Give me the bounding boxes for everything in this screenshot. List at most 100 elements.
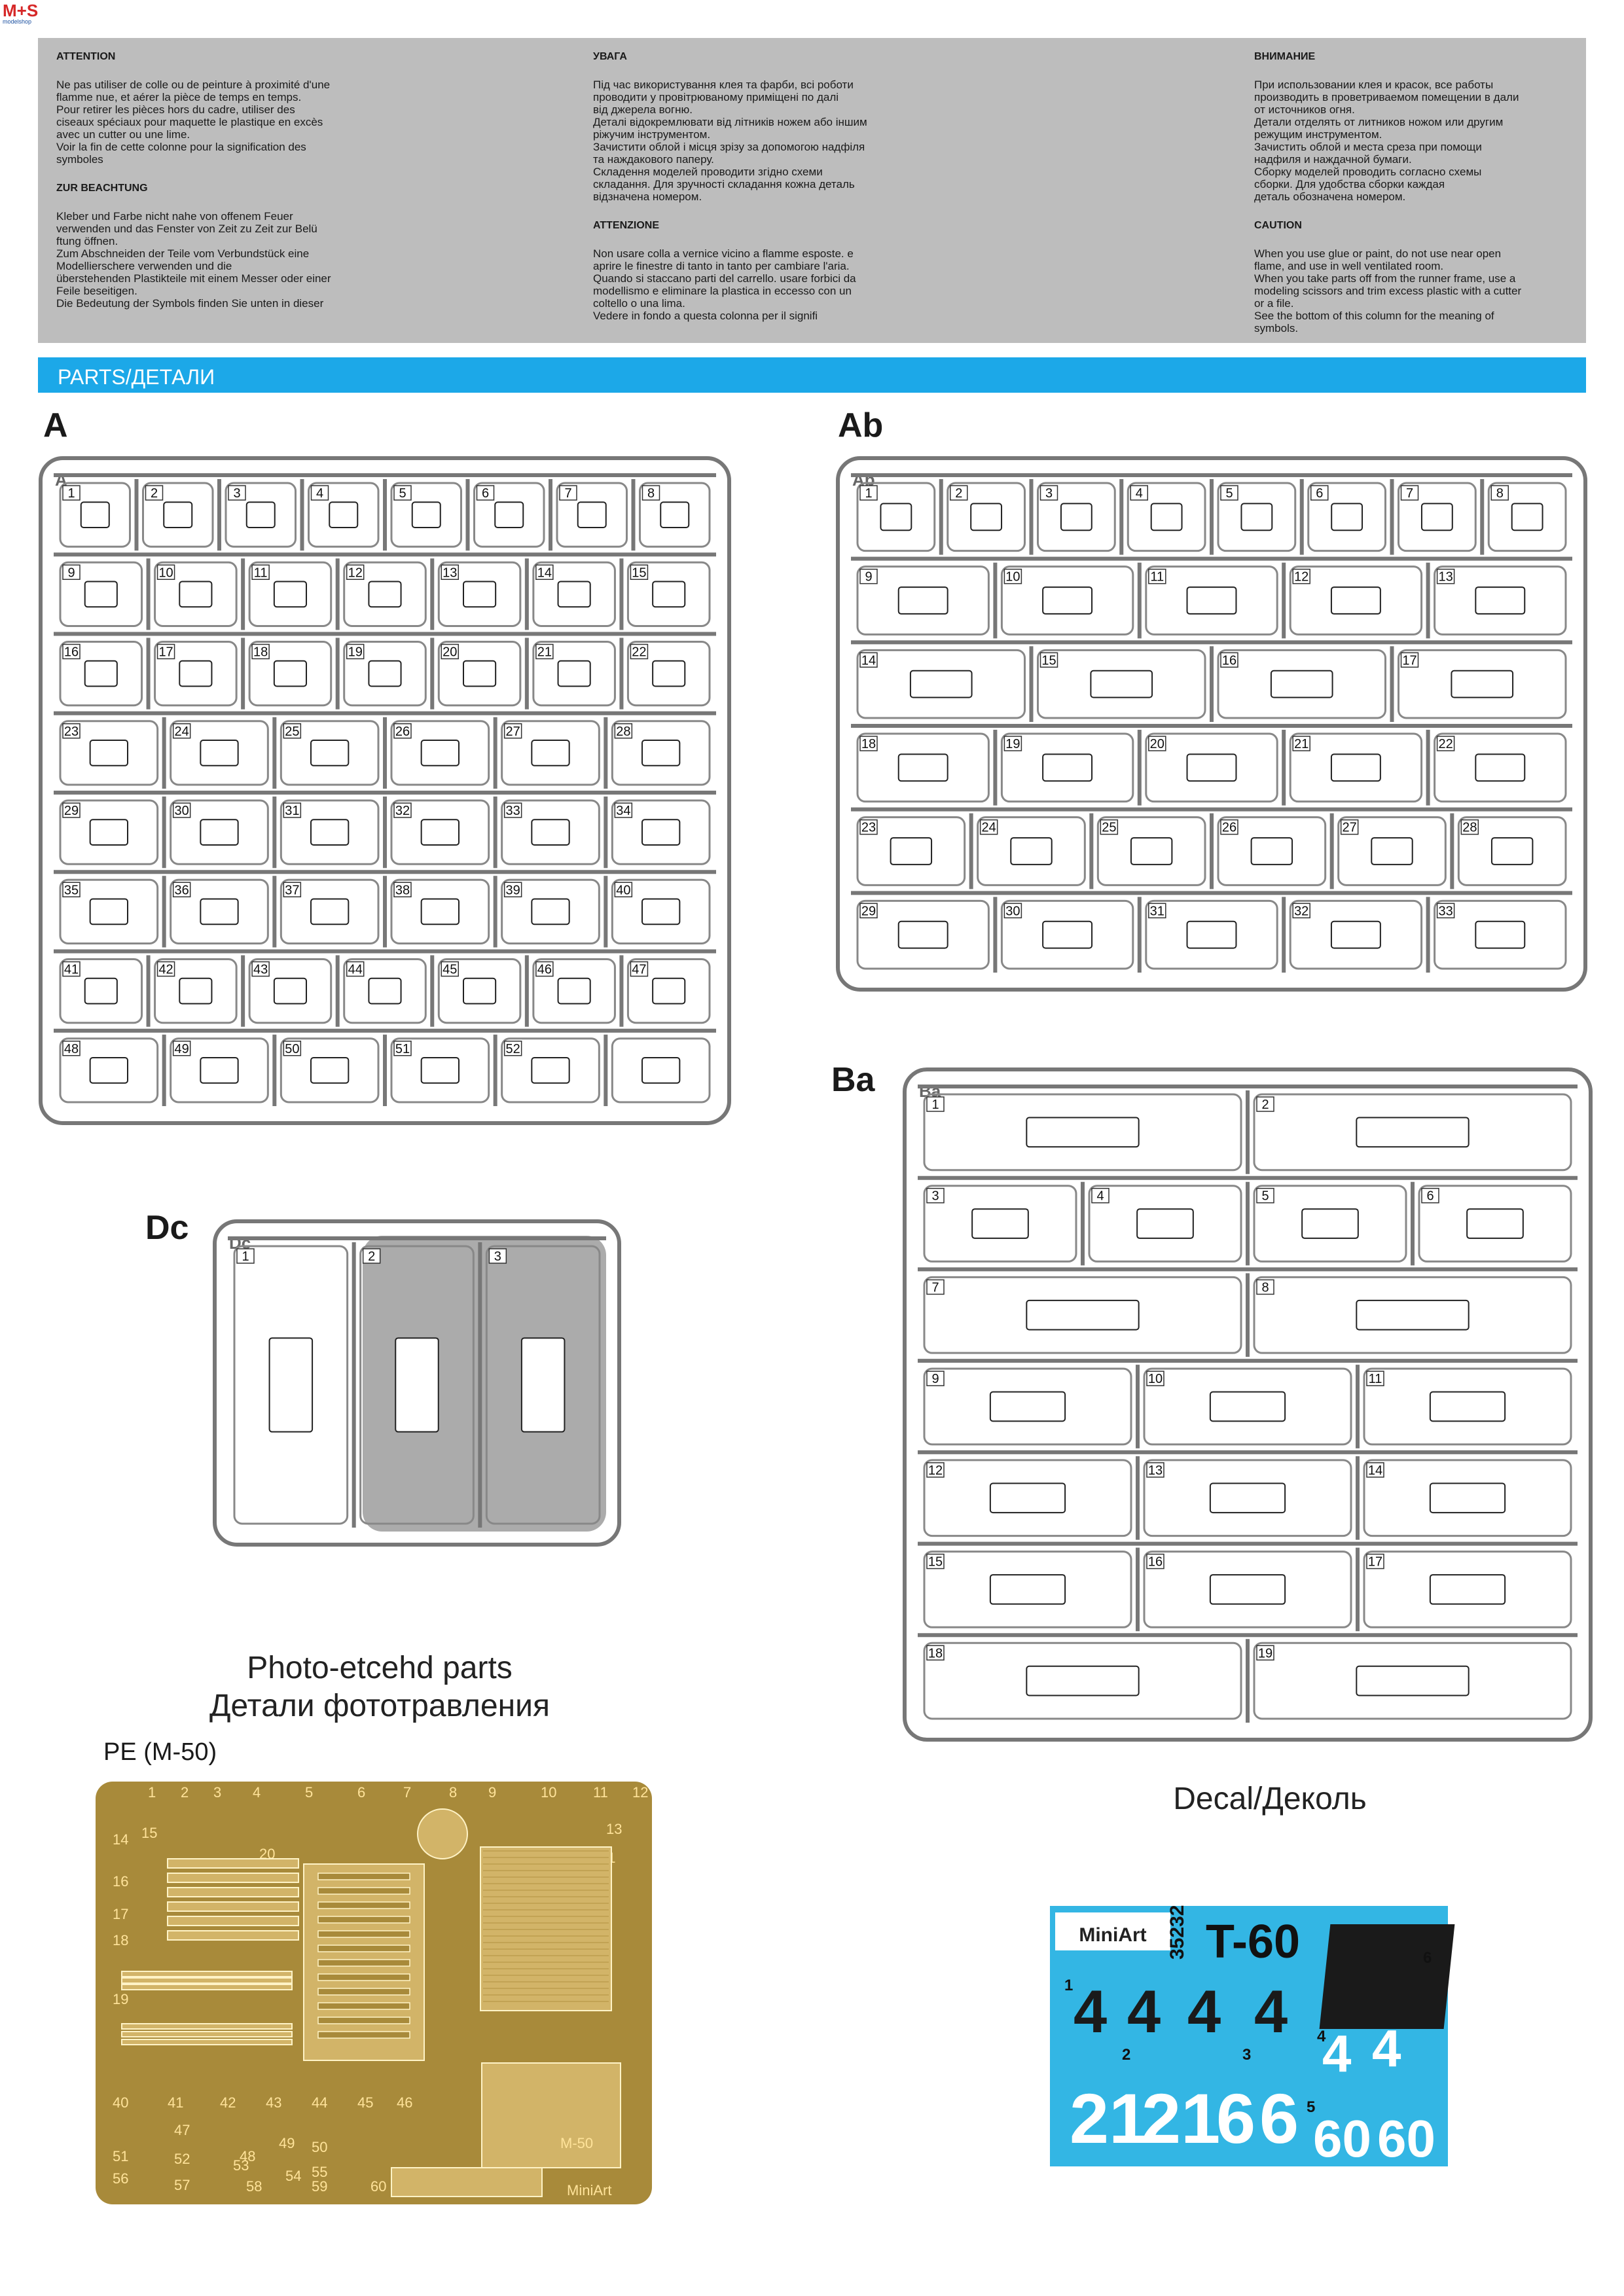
sprue-part: [1042, 753, 1093, 782]
pe-center-slot: [317, 1988, 410, 1996]
sprue-part: [1270, 670, 1333, 698]
sprue-cell: [923, 1185, 1077, 1263]
sprue-cell: [390, 1037, 490, 1103]
pe-big-panel: [481, 2062, 621, 2168]
pe-sheet-brand: MiniArt: [567, 2182, 611, 2198]
part-number-box: [346, 564, 365, 580]
sprue-part: [310, 739, 350, 766]
sprue-cell: [1289, 565, 1423, 636]
part-number: 17: [1402, 653, 1416, 668]
part-number: 39: [506, 883, 520, 897]
part-number: 5: [399, 486, 406, 501]
part-number-box: [1436, 736, 1455, 751]
sprue-part: [420, 1056, 460, 1084]
sprue-cell: [343, 958, 427, 1024]
sprue-cell: [59, 561, 143, 627]
part-number: 21: [1294, 737, 1308, 751]
part-number: 17: [158, 645, 173, 660]
decal-index-4: 4: [1317, 2028, 1326, 2045]
part-number-box: [236, 1248, 255, 1264]
store-logo: M+S modelshop: [3, 2, 62, 26]
decal-marking-6b: 6: [1259, 2079, 1299, 2158]
part-number-box: [1003, 736, 1022, 751]
sprue-cell: [280, 878, 380, 944]
part-number: 25: [285, 725, 299, 739]
sprue-cell: [947, 482, 1026, 552]
pe-part-number: 60: [370, 2178, 386, 2195]
sprue-part: [660, 501, 690, 529]
part-number-box: [535, 961, 554, 977]
sprue-cell: [1253, 1641, 1572, 1720]
part-number-box: [62, 485, 81, 501]
sprue-part: [1026, 1299, 1140, 1331]
sprue-cell: [923, 1459, 1132, 1537]
sprue-part: [1429, 1391, 1506, 1422]
sprue-cell: [856, 816, 966, 886]
part-number-box: [228, 485, 246, 501]
part-number: 22: [632, 645, 646, 660]
pe-part-number: 3: [213, 1784, 221, 1801]
part-number: 3: [233, 486, 240, 501]
part-number: 18: [928, 1646, 943, 1660]
pe-part-number: 57: [174, 2177, 190, 2193]
sprue-part: [1490, 837, 1534, 865]
part-number: 10: [1148, 1372, 1163, 1386]
part-number: 26: [1222, 821, 1236, 835]
sprue-part: [84, 660, 118, 687]
decal-marking-21b: 21: [1142, 2079, 1221, 2158]
decal-marking-21a: 21: [1070, 2079, 1149, 2158]
sprue-part: [1451, 670, 1514, 698]
sprue-part: [395, 1337, 439, 1433]
part-number: 25: [1102, 821, 1116, 835]
sprue-part: [1042, 586, 1093, 615]
part-number: 45: [442, 963, 457, 977]
sprue-cell: [248, 641, 333, 707]
decal-marking-4d: 4: [1254, 1979, 1288, 2045]
part-number-box: [310, 485, 329, 501]
pe-caption-en: Photo-etcehd parts: [247, 1651, 513, 1685]
pe-part-number: 59: [312, 2178, 327, 2195]
sprue-cell: [501, 720, 600, 786]
pe-part-number: 51: [113, 2148, 128, 2164]
part-number: 17: [1368, 1555, 1382, 1570]
sprue-part: [200, 1056, 239, 1084]
sprue-cell: [1457, 816, 1567, 886]
decal-marking-6a: 6: [1216, 2079, 1256, 2158]
sprue-part: [1466, 1208, 1524, 1239]
sprue-cell: [1289, 899, 1423, 970]
sprue-part: [179, 660, 213, 687]
part-number-box: [859, 736, 878, 751]
part-number-box: [1091, 1187, 1110, 1204]
pe-long-strip: [121, 2023, 293, 2030]
pe-part-number: 17: [113, 1906, 128, 1922]
part-number: 5: [1225, 486, 1233, 501]
part-number-box: [1003, 903, 1022, 919]
pe-part-number: 14: [113, 1831, 128, 1848]
part-number-box: [476, 485, 495, 501]
part-number-box: [393, 723, 412, 739]
part-number-box: [1292, 568, 1310, 584]
part-number: 11: [254, 565, 268, 580]
sprue-cell: [1363, 1551, 1572, 1628]
sprue-cell: [343, 561, 427, 627]
sprue-part: [273, 660, 308, 687]
sprue-part: [1331, 503, 1363, 531]
sprue-part: [1330, 753, 1381, 782]
part-number: 8: [1496, 486, 1504, 501]
sprue-cell: [1487, 482, 1567, 552]
part-number-box: [859, 903, 878, 919]
sprue-cell: [856, 732, 990, 803]
sprue-cell: [501, 799, 600, 865]
sprue-part: [1356, 1665, 1470, 1696]
warning-text-it: Non usare colla a vernice vicino a flamm…: [593, 247, 856, 322]
sprue-cell: [280, 799, 380, 865]
part-number-box: [926, 1096, 945, 1112]
pe-part-number: 43: [266, 2094, 281, 2111]
pe-long-strip: [121, 1971, 293, 1977]
sprue-cell: [1127, 482, 1206, 552]
pe-long-strip: [121, 1984, 293, 1990]
sprue-part: [652, 581, 686, 608]
sprue-part: [179, 977, 213, 1005]
sprue-part: [273, 977, 308, 1005]
